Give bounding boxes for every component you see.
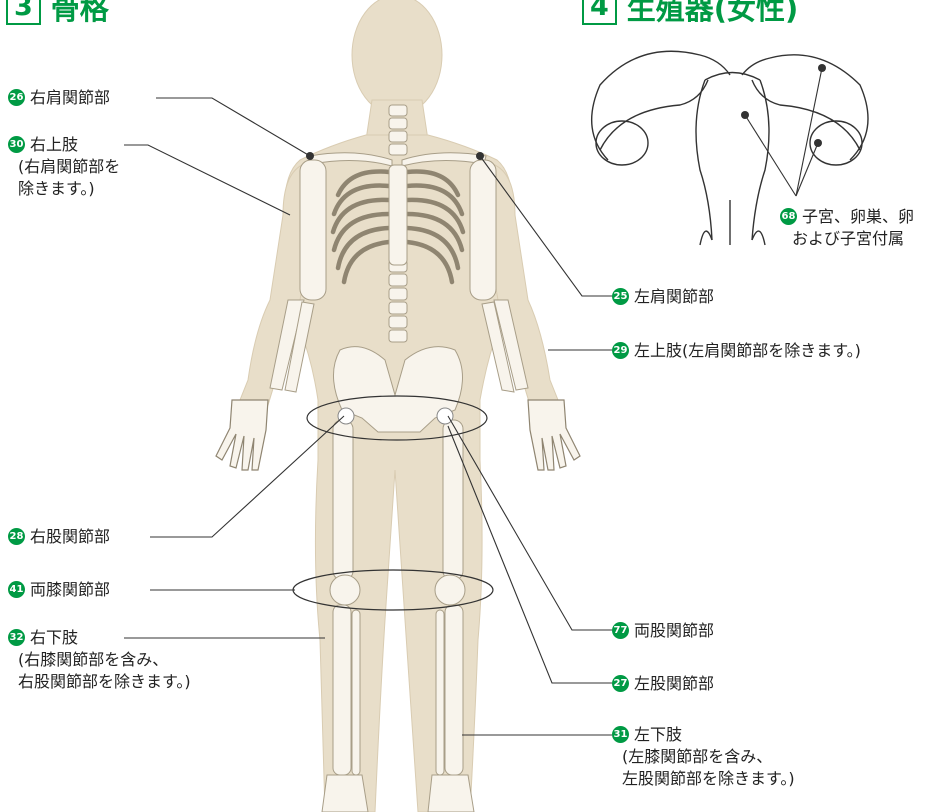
section-number: 3	[6, 0, 41, 25]
label-number-badge: 77	[612, 622, 629, 639]
label-number-badge: 28	[8, 528, 25, 545]
label-both-hips: 77 両股関節部	[612, 620, 714, 642]
label-left-upper-limb: 29 左上肢(左肩関節部を除きます。)	[612, 340, 861, 362]
label-text: 左上肢(左肩関節部を除きます。)	[634, 340, 861, 362]
sternum	[389, 165, 407, 265]
label-number-badge: 31	[612, 726, 629, 743]
section-title: 生殖器(女性)	[627, 0, 799, 28]
label-right-shoulder: 26 右肩関節部	[8, 87, 110, 109]
label-number-badge: 26	[8, 89, 25, 106]
label-left-hip: 27 左股関節部	[612, 673, 714, 695]
label-text: 左下肢	[634, 724, 795, 746]
label-both-knees: 41 両膝関節部	[8, 579, 110, 601]
label-text: (右肩関節部を	[18, 156, 120, 178]
label-right-lower-limb: 32 右下肢 (右膝関節部を含み、 右股関節部を除きます。)	[8, 627, 191, 693]
label-text: 右股関節部を除きます。)	[18, 671, 191, 693]
label-right-upper-limb: 30 右上肢 (右肩関節部を 除きます。)	[8, 134, 120, 200]
label-left-lower-limb: 31 左下肢 (左膝関節部を含み、 左股関節部を除きます。)	[612, 724, 795, 790]
label-number-badge: 27	[612, 675, 629, 692]
label-uterus: 68 子宮、卵巣、卵 および子宮付属	[780, 206, 914, 250]
label-text: (左膝関節部を含み、	[622, 746, 795, 768]
label-text: 右下肢	[30, 627, 191, 649]
label-left-shoulder: 25 左肩関節部	[612, 286, 714, 308]
label-text: 除きます。)	[18, 178, 120, 200]
label-number-badge: 41	[8, 581, 25, 598]
label-number-badge: 29	[612, 342, 629, 359]
label-text: 子宮、卵巣、卵	[802, 206, 914, 228]
section-header-reproductive: 4 生殖器(女性)	[582, 0, 798, 28]
label-number-badge: 30	[8, 136, 25, 153]
label-text: 左股関節部	[634, 673, 714, 695]
section-header-skeleton: 3 骨格	[6, 0, 109, 28]
label-number-badge: 32	[8, 629, 25, 646]
label-text: 右股関節部	[30, 526, 110, 548]
label-number-badge: 25	[612, 288, 629, 305]
label-text: (右膝関節部を含み、	[18, 649, 191, 671]
label-text: および子宮付属	[792, 228, 914, 250]
label-text: 両膝関節部	[30, 579, 110, 601]
label-number-badge: 68	[780, 208, 797, 225]
label-text: 右肩関節部	[30, 87, 110, 109]
label-right-hip: 28 右股関節部	[8, 526, 110, 548]
section-title: 骨格	[51, 0, 109, 28]
label-text: 左股関節部を除きます。)	[622, 768, 795, 790]
label-text: 両股関節部	[634, 620, 714, 642]
section-number: 4	[582, 0, 617, 25]
label-text: 右上肢	[30, 134, 120, 156]
label-text: 左肩関節部	[634, 286, 714, 308]
